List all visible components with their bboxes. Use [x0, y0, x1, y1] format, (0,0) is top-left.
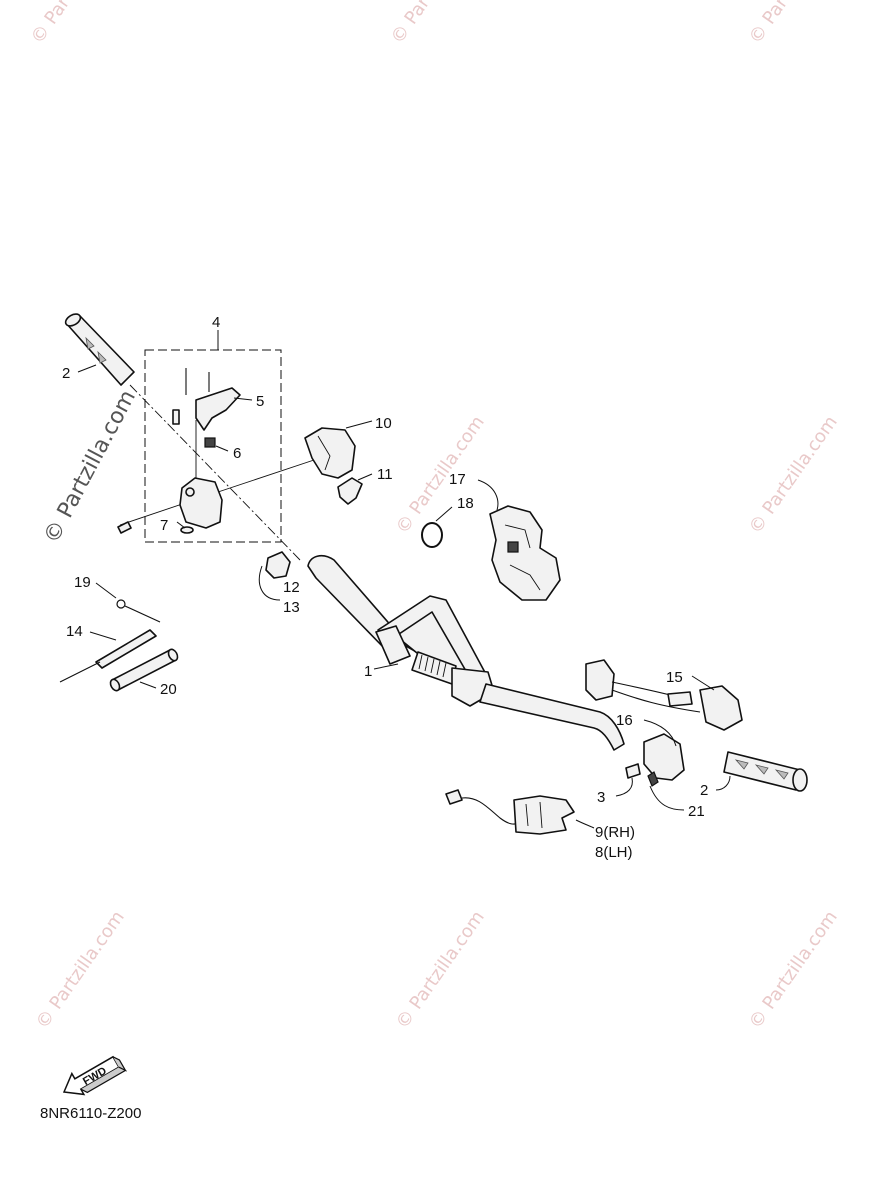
callout-6: 6: [233, 445, 241, 462]
callout-5: 5: [256, 393, 264, 410]
leader-17: [477, 479, 499, 511]
leader-7: [176, 521, 186, 529]
leader-11: [357, 473, 373, 481]
watermark-text: © Partzilla.com: [32, 907, 129, 1033]
callout-4: 4: [212, 314, 220, 331]
leader-5: [233, 397, 253, 401]
callout-15: 15: [666, 669, 683, 686]
callout-2-left: 2: [62, 365, 70, 382]
watermark-text: © Partzilla.com: [745, 412, 842, 538]
cover-10: [304, 427, 356, 479]
callout-14: 14: [66, 623, 83, 640]
callout-11: 11: [377, 466, 393, 483]
leader-18: [435, 506, 453, 522]
callout-3: 3: [597, 789, 605, 806]
callout-19: 19: [74, 574, 91, 591]
left-grip: [64, 313, 135, 386]
callout-labels: 1 2 2 3 4 5 6 7 8(LH) 9(RH) 10 11 12 13 …: [62, 314, 708, 861]
leader-19: [95, 582, 117, 599]
watermark-text: © Partzilla.com: [745, 0, 842, 48]
clip-11: [337, 477, 363, 505]
handlebar: [307, 554, 625, 751]
callout-21: 21: [688, 803, 705, 820]
leader-10: [345, 420, 373, 429]
leader-1: [373, 663, 399, 670]
centerline-left: [129, 384, 301, 561]
watermark-text: © Partzilla.com: [27, 0, 124, 48]
callout-13: 13: [283, 599, 300, 616]
watermark-layer: © Partzilla.com © Partzilla.com © Partzi…: [27, 0, 842, 1033]
bracket-17: [489, 505, 561, 601]
cable-assembly: [59, 599, 179, 692]
throttle-lever-assembly: [172, 368, 241, 534]
leader-9: [575, 819, 595, 829]
switch-housing-16: [643, 733, 685, 781]
switch-15: [585, 659, 743, 731]
callout-10: 10: [375, 415, 392, 432]
switch-12: [258, 551, 291, 601]
grip-harness-8-9: [445, 789, 575, 835]
diagram-code: 8NR6110-Z200: [40, 1105, 141, 1122]
right-grip: [723, 751, 808, 792]
watermark-text: © Partzilla.com: [392, 412, 489, 538]
leader-6: [215, 445, 229, 452]
fwd-arrow: FWD: [62, 1055, 127, 1096]
callout-16: 16: [616, 712, 633, 729]
callout-7: 7: [160, 517, 168, 534]
callout-2-right: 2: [700, 782, 708, 799]
callout-8: 8(LH): [595, 844, 633, 861]
assembly-4-box: [144, 349, 282, 543]
callout-9: 9(RH): [595, 824, 635, 841]
leader-20: [139, 681, 157, 689]
callout-20: 20: [160, 681, 177, 698]
leader-2a: [77, 364, 97, 373]
callout-12: 12: [283, 579, 300, 596]
centerline-guard: [199, 457, 321, 499]
callout-18: 18: [457, 495, 474, 512]
leader-16: [643, 719, 677, 747]
screw-21: [647, 771, 659, 787]
leader-3: [615, 777, 633, 797]
watermark-text: © Partzilla.com: [387, 0, 484, 48]
callout-1: 1: [364, 663, 372, 680]
callout-17: 17: [449, 471, 466, 488]
watermark-text: © Partzilla.com: [392, 907, 489, 1033]
leader-15: [691, 675, 715, 691]
screw: [117, 521, 132, 534]
ring-18: [421, 522, 443, 548]
watermark-text: © Partzilla.com: [745, 907, 842, 1033]
leader-21: [649, 785, 685, 811]
block-3: [625, 763, 641, 779]
leader-14: [89, 631, 117, 641]
leader-2b: [715, 775, 731, 791]
